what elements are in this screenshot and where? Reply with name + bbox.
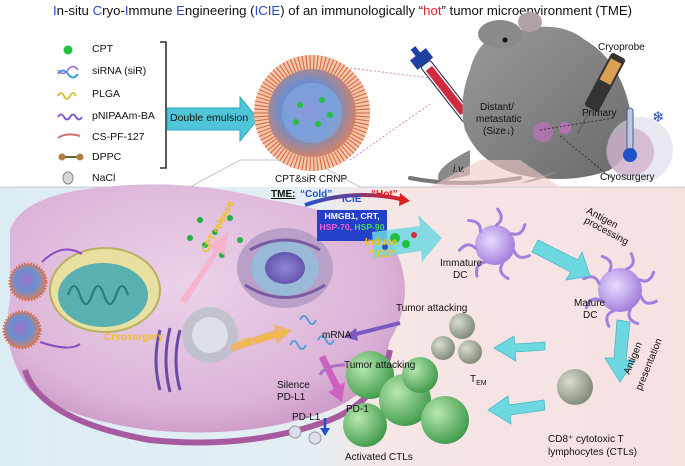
metastatic-label: metastatic bbox=[476, 114, 522, 125]
immature-label: Immature bbox=[440, 258, 483, 269]
cd8-label-line1: CD8⁺ cytotoxic T bbox=[548, 434, 624, 445]
legend-label-cpt: CPT bbox=[92, 43, 113, 55]
damp-box-line2: HSP-70, HSP-90 bbox=[319, 222, 385, 232]
hot-label: “Hot” bbox=[371, 189, 398, 200]
icie-label: ICIE bbox=[342, 194, 362, 205]
tumor-attacking-label-1: Tumor attacking bbox=[396, 303, 468, 314]
figure-title: In-situ Cryo-Immune Engineering (ICIE) o… bbox=[52, 3, 633, 18]
induce-label: Induce bbox=[365, 237, 398, 248]
legend-label-sirna: siRNA (siR) bbox=[92, 65, 147, 77]
pdl1-label-b: PD-L1 bbox=[292, 412, 321, 423]
icd-label: “ICD” bbox=[369, 249, 397, 260]
legend-label-cs-pf: CS-PF-127 bbox=[92, 131, 145, 143]
cold-label: “Cold” bbox=[300, 189, 333, 200]
double-emulsion-label: Double emulsion bbox=[170, 112, 249, 124]
damp-box-line1: HMGB1, CRT, bbox=[324, 211, 380, 221]
silence-label: Silence bbox=[277, 380, 310, 391]
cryoprobe-label: Cryoprobe bbox=[598, 42, 645, 53]
immature-dc-label: DC bbox=[453, 270, 468, 281]
distant-label: Distant/ bbox=[480, 102, 514, 113]
tumor-attacking-label-2: Tumor attacking bbox=[344, 360, 416, 371]
tem-label: TEM bbox=[470, 374, 487, 387]
activated-ctls-label: Activated CTLs bbox=[345, 452, 413, 463]
legend-label-dppc: DPPC bbox=[92, 151, 122, 163]
cd8-label-line2: lymphocytes (CTLs) bbox=[548, 447, 637, 458]
iv-label: i.v. bbox=[453, 164, 466, 175]
mrna-label: mRNA bbox=[322, 330, 352, 341]
size-label: (Size↓) bbox=[483, 126, 515, 137]
tme-label: TME: bbox=[271, 189, 296, 200]
mature-dc-label: DC bbox=[583, 310, 598, 321]
pdl1-label-a: PD-L1 bbox=[277, 392, 306, 403]
svg-text:❄: ❄ bbox=[652, 108, 665, 126]
crnp-label: CPT&siR CRNP bbox=[275, 174, 348, 185]
legend-label-nacl: NaCl bbox=[92, 172, 116, 184]
mature-label: Mature bbox=[574, 298, 606, 309]
pd1-label: PD-1 bbox=[346, 404, 369, 415]
primary-label: Primary bbox=[582, 108, 617, 119]
cryosurgery-cell-label: Cryosurgery bbox=[104, 332, 164, 343]
cryosurgery-top-label: Cryosurgery bbox=[600, 172, 655, 183]
legend-label-plga: PLGA bbox=[92, 88, 121, 100]
legend-label-pnipaam: pNIPAAm-BA bbox=[92, 110, 155, 122]
